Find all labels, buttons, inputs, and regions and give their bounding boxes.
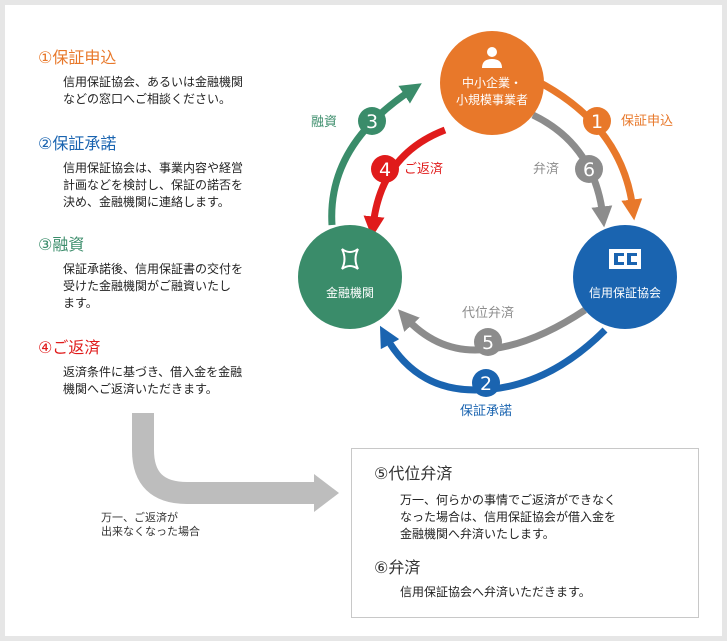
step-2-desc-line-1: 信用保証協会は、事業内容や経営 <box>63 161 244 175</box>
item-5-desc-line-2: なった場合は、信用保証協会が借入金を <box>400 510 617 524</box>
coin-icon <box>341 248 359 270</box>
badge-5-num: 5 <box>482 332 494 354</box>
step-1-desc: 信用保証協会、あるいは金融機関 などの窓口へご相談ください。 <box>63 74 298 108</box>
default-caption: 万一、ご返済が 出来なくなった場合 <box>101 511 200 539</box>
step-4-desc: 返済条件に基づき、借入金を金融 機関へご返済いただきます。 <box>63 364 298 398</box>
item-5-title: ⑤代位弁済 <box>374 464 453 483</box>
badge-3: 3 <box>358 107 386 135</box>
badge-4: 4 <box>371 155 399 183</box>
badge-1: 1 <box>583 107 611 135</box>
step-2-title: ②保証承諾 <box>38 134 117 153</box>
badge-2-num: 2 <box>480 373 492 395</box>
item-6-title: ⑥弁済 <box>374 558 421 577</box>
step-3-desc-line-2: 受けた金融機関がご融資いたし <box>63 279 232 293</box>
item-5-desc: 万一、何らかの事情でご返済ができなく なった場合は、信用保証協会が借入金を 金融… <box>400 492 700 543</box>
label-1-application: 保証申込 <box>621 114 673 129</box>
step-2-desc-line-3: 決め、金融機関に連絡します。 <box>63 195 230 209</box>
person-icon <box>482 47 502 68</box>
guarantee-cycle-diagram: 中小企業・ 小規模事業者 金融機関 信用保証協会 1 <box>132 31 677 512</box>
step-2-desc-line-2: 計画などを検討し、保証の諾否を <box>63 178 244 192</box>
guarantee-logo-icon <box>609 249 641 269</box>
badge-5: 5 <box>474 328 502 356</box>
step-3-desc-line-1: 保証承諾後、信用保証書の交付を <box>63 262 244 276</box>
label-6-reimbursement: 弁済 <box>533 161 559 177</box>
arrow-1-application <box>533 76 643 221</box>
label-4-repayment: ご返済 <box>404 161 443 177</box>
default-flow-arrow <box>132 413 317 504</box>
item-6-desc: 信用保証協会へ弁済いただきます。 <box>400 584 700 601</box>
badge-6-num: 6 <box>583 159 595 181</box>
step-4-title: ④ご返済 <box>38 338 101 357</box>
node-bank: 金融機関 <box>298 225 402 329</box>
label-3-financing: 融資 <box>311 115 337 130</box>
step-3-financing: ③融資 保証承諾後、信用保証書の交付を 受けた金融機関がご融資いたし ます。 <box>38 235 298 312</box>
step-4-repayment: ④ご返済 返済条件に基づき、借入金を金融 機関へご返済いただきます。 <box>38 338 298 398</box>
step-4-desc-line-2: 機関へご返済いただきます。 <box>63 382 218 396</box>
caption-line-1: 万一、ご返済が <box>101 511 178 524</box>
step-3-desc: 保証承諾後、信用保証書の交付を 受けた金融機関がご融資いたし ます。 <box>63 261 298 312</box>
diagram-panel: ①保証申込 信用保証協会、あるいは金融機関 などの窓口へご相談ください。 ②保証… <box>5 5 722 636</box>
badge-3-num: 3 <box>366 111 378 133</box>
step-2-approval: ②保証承諾 信用保証協会は、事業内容や経営 計画などを検討し、保証の諾否を 決め… <box>38 134 298 211</box>
step-1-desc-line-2: などの窓口へご相談ください。 <box>63 92 232 106</box>
node-sme-label-line-2: 小規模事業者 <box>456 92 528 107</box>
step-1-desc-line-1: 信用保証協会、あるいは金融機関 <box>63 75 244 89</box>
caption-line-2: 出来なくなった場合 <box>101 525 200 538</box>
badge-6: 6 <box>575 155 603 183</box>
arrow-3-financing <box>328 83 422 226</box>
subrogation-box: ⑤代位弁済 万一、何らかの事情でご返済ができなく なった場合は、信用保証協会が借… <box>351 448 699 618</box>
badge-2: 2 <box>472 369 500 397</box>
step-2-desc: 信用保証協会は、事業内容や経営 計画などを検討し、保証の諾否を 決め、金融機関に… <box>63 160 298 211</box>
badge-1-num: 1 <box>591 111 603 133</box>
badge-4-num: 4 <box>379 159 391 181</box>
node-guarantee-association: 信用保証協会 <box>573 225 677 329</box>
step-3-title: ③融資 <box>38 235 85 254</box>
label-5-subrogation: 代位弁済 <box>462 305 514 321</box>
item-5-desc-line-1: 万一、何らかの事情でご返済ができなく <box>400 493 617 507</box>
node-bank-label: 金融機関 <box>326 285 374 300</box>
node-sme-label-line-1: 中小企業・ <box>462 75 522 90</box>
arrow-5-subrogation <box>397 307 587 354</box>
node-sme: 中小企業・ 小規模事業者 <box>440 31 544 135</box>
step-1-title: ①保証申込 <box>38 48 117 67</box>
item-5-desc-line-3: 金融機関へ弁済いたします。 <box>400 527 555 541</box>
label-2-approval: 保証承諾 <box>460 403 512 419</box>
node-guarantee-label: 信用保証協会 <box>589 285 661 300</box>
step-1-application: ①保証申込 信用保証協会、あるいは金融機関 などの窓口へご相談ください。 <box>38 48 298 108</box>
step-4-desc-line-1: 返済条件に基づき、借入金を金融 <box>63 365 243 379</box>
arrow-6-reimbursement <box>531 111 613 228</box>
step-3-desc-line-3: ます。 <box>63 296 98 310</box>
item-6-desc-line-1: 信用保証協会へ弁済いただきます。 <box>400 585 591 599</box>
default-flow-arrow-head <box>314 474 339 512</box>
